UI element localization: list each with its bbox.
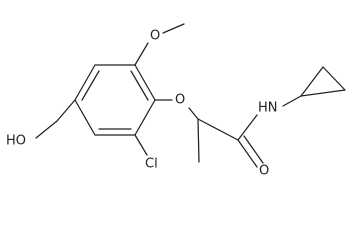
cyclopropane-ring bbox=[300, 66, 346, 97]
ring-bond-c1-c2 bbox=[134, 99, 156, 136]
ring-bond-c3-c4 bbox=[74, 99, 96, 136]
amide-nh-label: HN bbox=[258, 101, 278, 116]
ring-bond-c4-c5-inner bbox=[81, 70, 100, 101]
bond-ch-carbonyl-c bbox=[197, 118, 239, 141]
bond-carbonyl-c-n bbox=[237, 114, 258, 141]
bond-ring-cl bbox=[134, 134, 148, 156]
cyclopropane-bond-b bbox=[322, 66, 346, 91]
hydroxyl-label: HO bbox=[6, 134, 26, 149]
bond-n-cyclopropyl bbox=[282, 95, 302, 107]
cyclopropane-bond-a bbox=[300, 66, 324, 97]
bond-methoxy-o-ch3 bbox=[162, 23, 185, 34]
bond-carbonyl-c-o-double bbox=[243, 135, 264, 164]
bond-ether-o-ch bbox=[188, 107, 199, 120]
benzene-ring bbox=[74, 64, 156, 136]
chlorine-label: Cl bbox=[145, 157, 158, 172]
ring-bond-c6-c1-inner bbox=[130, 70, 149, 101]
bond-carbonyl-c-o bbox=[237, 139, 258, 168]
bond-ch-methyl bbox=[197, 118, 200, 163]
ether-oxygen-label: O bbox=[175, 93, 185, 108]
ring-bond-c4-c5 bbox=[74, 64, 96, 101]
ring-bond-c6-c1 bbox=[134, 64, 156, 101]
molecule-structure: O O HO Cl HN O bbox=[6, 23, 346, 179]
bond-ring-methoxy-o bbox=[134, 42, 149, 66]
cyclopropane-bond-c bbox=[300, 89, 346, 97]
carbonyl-oxygen-label: O bbox=[259, 164, 269, 179]
bond-ring-ch2 bbox=[56, 99, 76, 122]
methoxy-oxygen-label: O bbox=[150, 29, 160, 44]
bond-ch2-oh bbox=[35, 120, 58, 139]
